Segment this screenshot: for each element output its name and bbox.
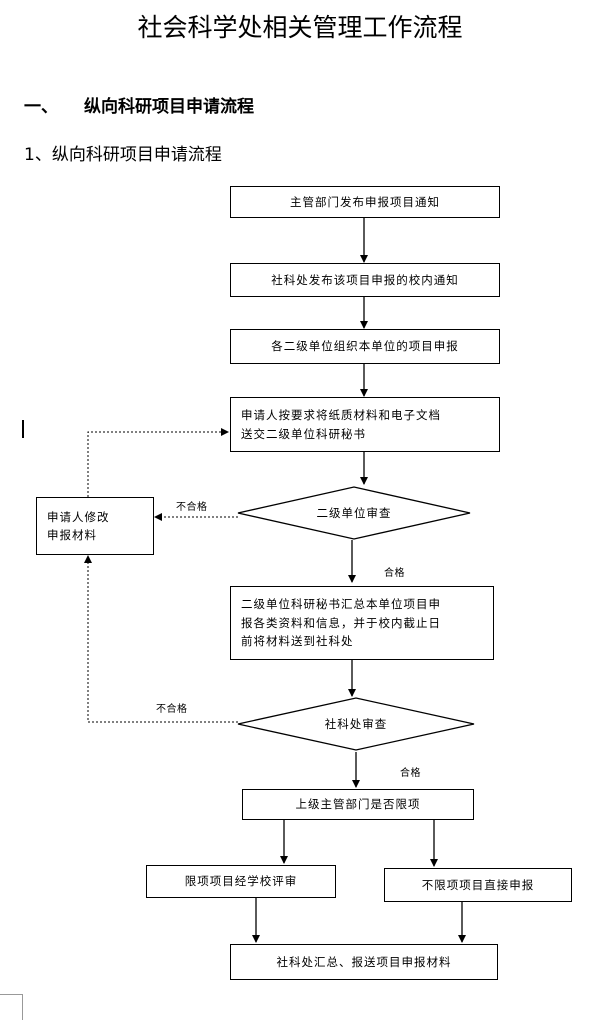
step5-text-line1: 二级单位科研秘书汇总本单位项目申 (241, 597, 441, 612)
subsection-heading: 1、纵向科研项目申请流程 (24, 145, 222, 165)
fail2-label: 不合格 (156, 704, 188, 715)
step4-text-line2: 送交二级单位科研秘书 (241, 426, 366, 441)
text-cursor (22, 420, 24, 438)
section-heading: 一、 纵向科研项目申请流程 (24, 92, 254, 117)
step8-box: 社科处汇总、报送项目申报材料 (230, 944, 498, 980)
decision1-diamond (237, 486, 471, 540)
decision1-text: 二级单位审查 (316, 506, 392, 520)
revise-text-line1: 申请人修改 (47, 509, 110, 524)
step8-text: 社科处汇总、报送项目申报材料 (276, 954, 452, 969)
step5-text-line2: 报各类资料和信息，并于校内截止日 (241, 615, 441, 630)
revise-text-line2: 申报材料 (47, 528, 97, 542)
step6-text: 上级主管部门是否限项 (295, 797, 421, 812)
step7b-text: 不限项项目直接申报 (421, 877, 535, 892)
decision2-diamond (237, 697, 475, 751)
pass1-label: 合格 (384, 568, 405, 579)
section-number: 一、 (24, 97, 58, 117)
step2-text: 社科处发布该项目申报的校内通知 (271, 272, 459, 287)
step5-text-line3: 前将材料送到社科处 (241, 634, 354, 649)
step2-box: 社科处发布该项目申报的校内通知 (230, 263, 500, 297)
step1-text: 主管部门发布申报项目通知 (290, 194, 440, 209)
section-title: 纵向科研项目申请流程 (84, 97, 254, 117)
document-title: 社会科学处相关管理工作流程 (137, 13, 463, 42)
step7b-box: 不限项项目直接申报 (384, 868, 572, 902)
fail1-label: 不合格 (176, 502, 208, 513)
step3-text: 各二级单位组织本单位的项目申报 (271, 339, 459, 354)
step4-text-line1: 申请人按要求将纸质材料和电子文档 (241, 408, 441, 423)
step6-box: 上级主管部门是否限项 (242, 789, 474, 820)
revise-box: 申请人修改 申报材料 (36, 497, 154, 555)
dotted-revise-return-path (87, 428, 229, 497)
step5-box: 二级单位科研秘书汇总本单位项目申 报各类资料和信息，并于校内截止日 前将材料送到… (230, 586, 494, 660)
step4-box: 申请人按要求将纸质材料和电子文档 送交二级单位科研秘书 (230, 397, 500, 452)
step3-box: 各二级单位组织本单位的项目申报 (230, 329, 500, 364)
step7a-box: 限项项目经学校评审 (146, 865, 336, 898)
step1-box: 主管部门发布申报项目通知 (230, 186, 500, 218)
dotted-fail2-path (84, 555, 238, 723)
step7a-text: 限项项目经学校评审 (184, 874, 298, 889)
decision2-text: 社科处审查 (324, 717, 388, 731)
page-corner-mark (0, 994, 23, 1020)
pass2-label: 合格 (400, 768, 421, 779)
